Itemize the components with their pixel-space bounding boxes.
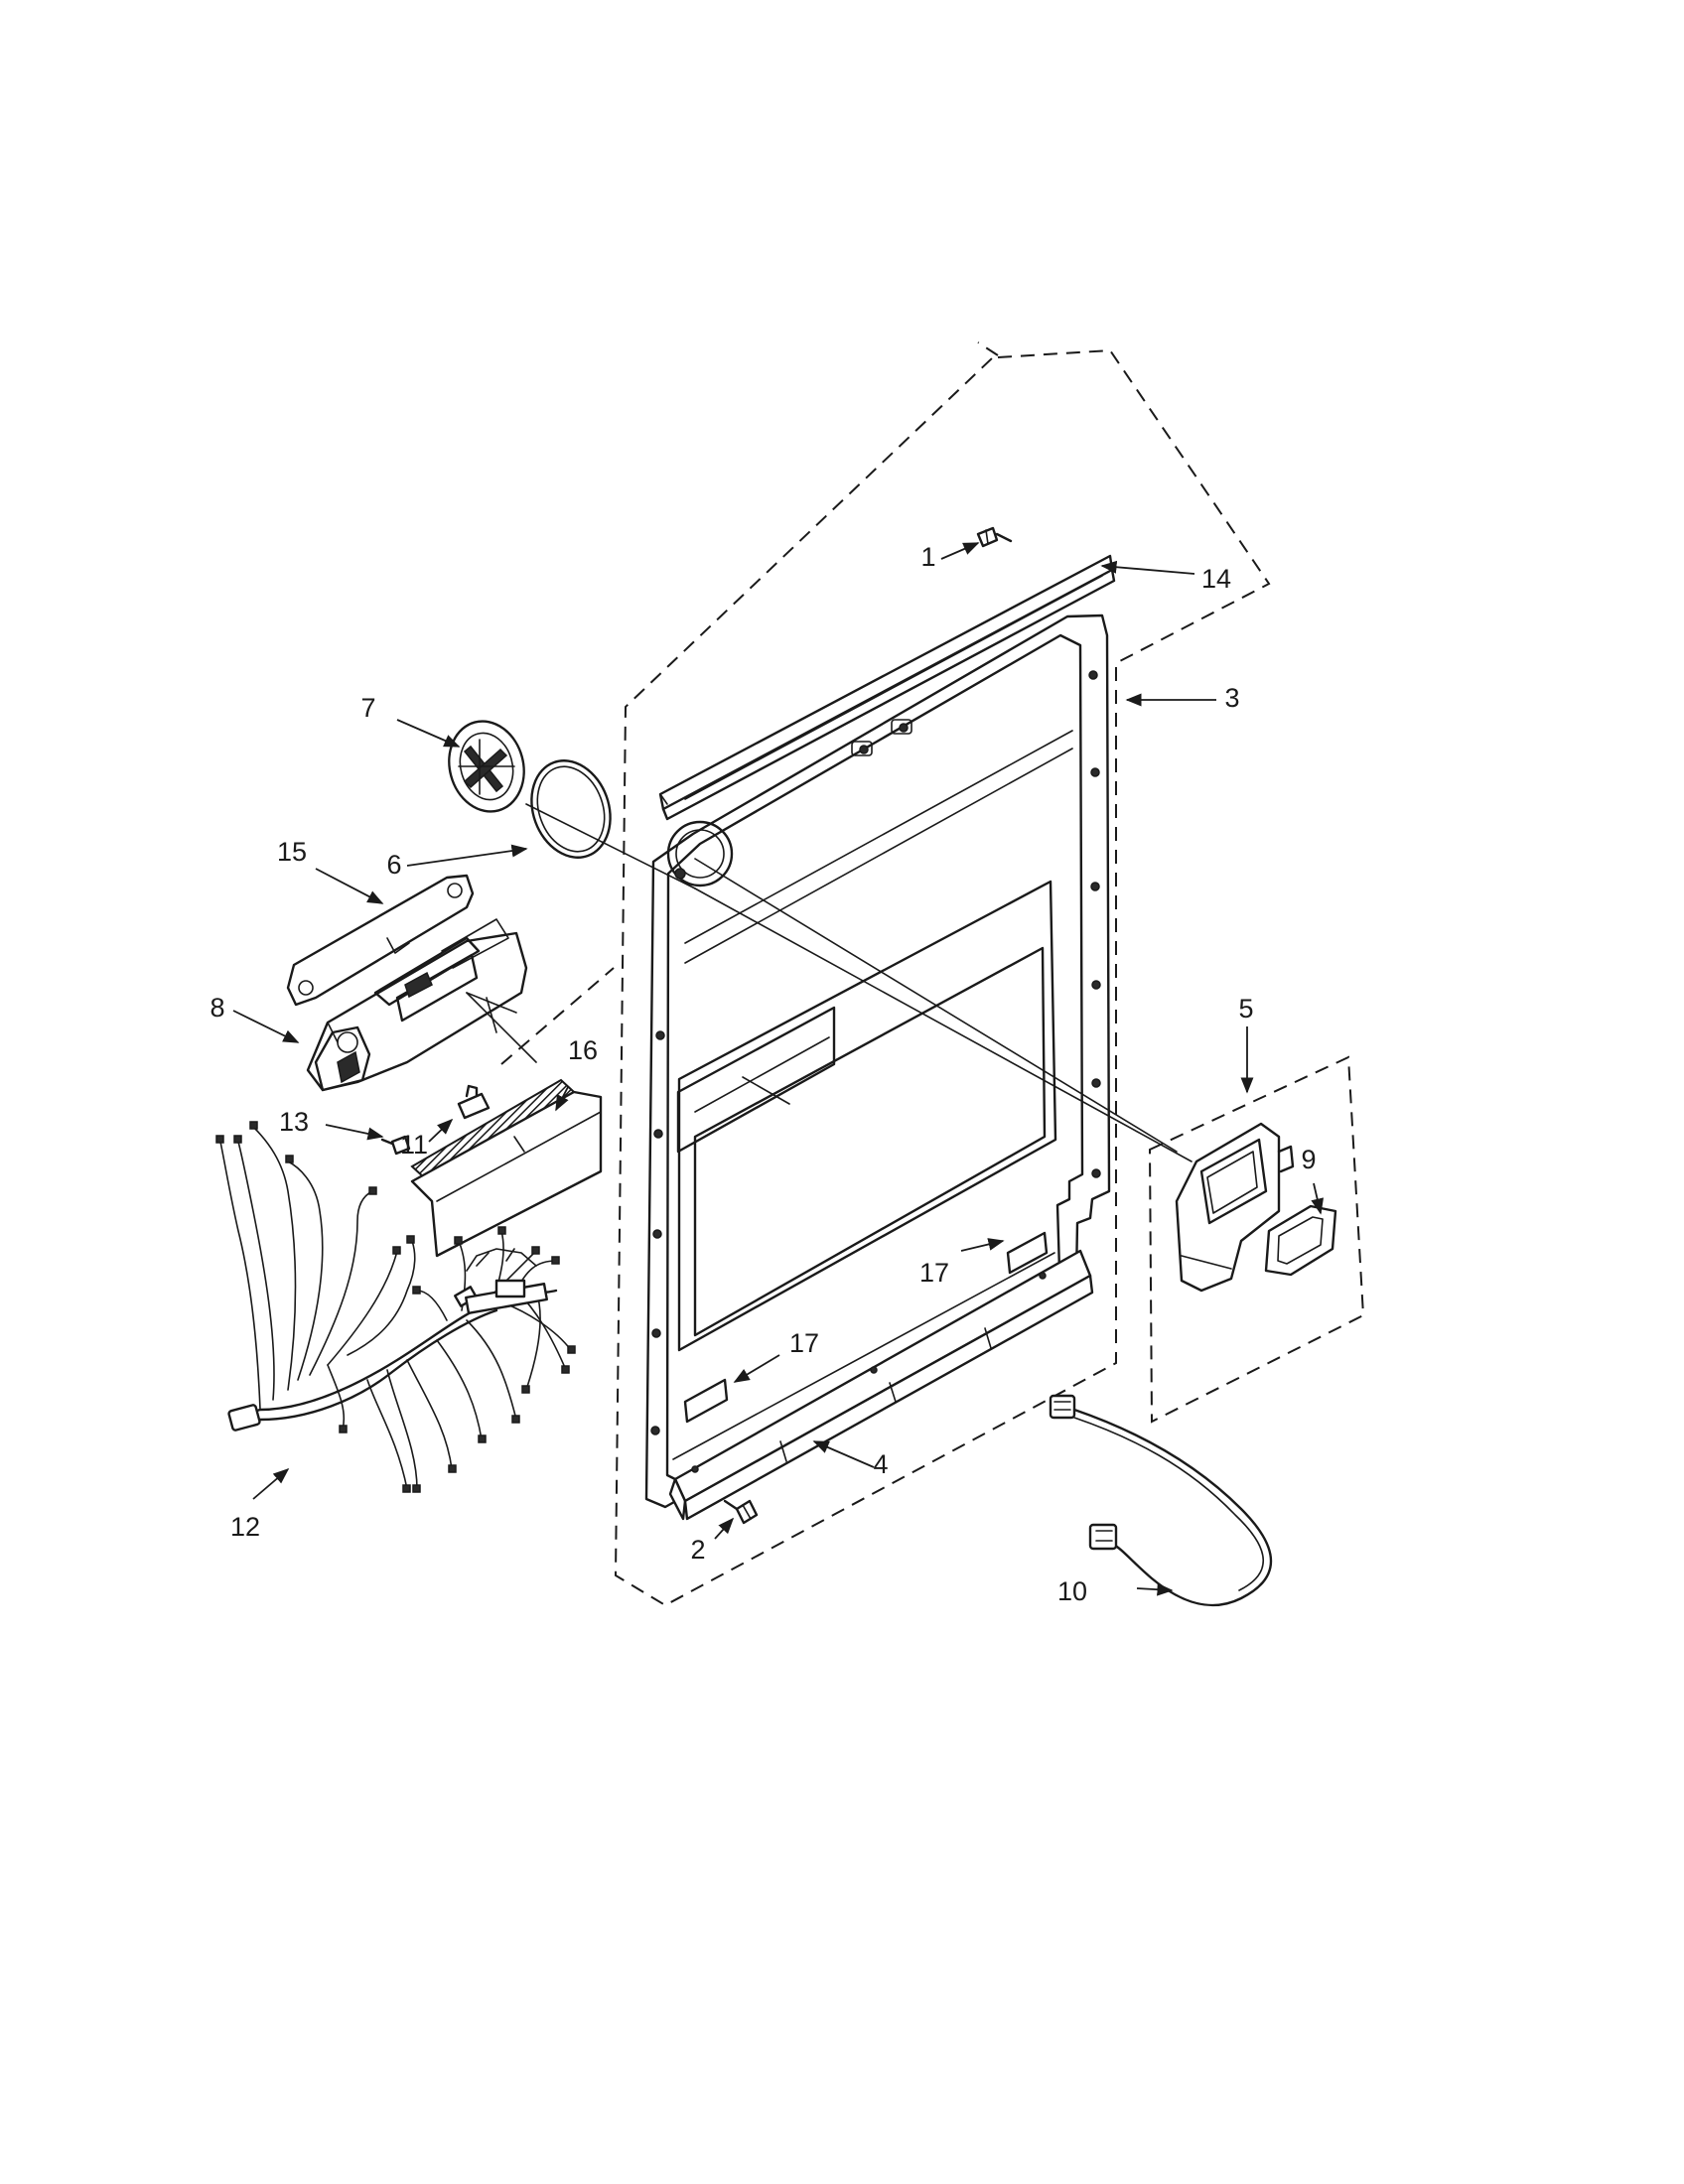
vent-housing bbox=[1175, 1122, 1295, 1293]
callout-6: 6 bbox=[386, 850, 401, 880]
callout-13: 13 bbox=[279, 1107, 309, 1137]
callout-16: 16 bbox=[568, 1035, 598, 1065]
inner-door-panel bbox=[644, 614, 1111, 1509]
screw-bottom bbox=[723, 1499, 759, 1525]
callout-5: 5 bbox=[1238, 994, 1253, 1024]
trim-bracket bbox=[286, 874, 475, 1007]
callout-8: 8 bbox=[210, 993, 224, 1023]
alignment-lines bbox=[466, 803, 1193, 1162]
shield-panel bbox=[410, 1078, 603, 1258]
vent-assembly-boundary bbox=[1148, 1055, 1365, 1424]
cable bbox=[1049, 1394, 1273, 1607]
callout-4: 4 bbox=[873, 1449, 888, 1479]
harness-terminals bbox=[215, 1121, 576, 1493]
callout-1: 1 bbox=[920, 542, 935, 572]
callout-12: 12 bbox=[230, 1512, 260, 1542]
callout-labels: 1 2 3 4 5 6 7 8 9 10 11 12 13 14 15 16 1… bbox=[210, 542, 1316, 1606]
callout-15: 15 bbox=[277, 837, 307, 867]
callout-2: 2 bbox=[690, 1535, 705, 1565]
door-assembly-boundary bbox=[614, 348, 1271, 1607]
callout-7: 7 bbox=[360, 693, 375, 723]
screw-13 bbox=[380, 1135, 411, 1156]
callout-17-left: 17 bbox=[789, 1328, 819, 1358]
callout-11: 11 bbox=[400, 1130, 428, 1160]
leader-lines bbox=[232, 542, 1324, 1596]
bottom-channel bbox=[668, 1249, 1094, 1521]
callout-17-right: 17 bbox=[919, 1258, 949, 1288]
vent-cap bbox=[448, 720, 525, 813]
screw-top bbox=[976, 526, 1013, 548]
pad-left bbox=[683, 1378, 729, 1424]
vent-gasket bbox=[530, 759, 612, 859]
control-module bbox=[306, 918, 528, 1092]
callout-10: 10 bbox=[1057, 1576, 1087, 1606]
wire-harness bbox=[215, 1121, 576, 1493]
clip bbox=[457, 1084, 491, 1120]
pad-right bbox=[1006, 1231, 1049, 1275]
tub-reference-dashes bbox=[500, 341, 999, 1065]
callout-3: 3 bbox=[1224, 683, 1239, 713]
callout-9: 9 bbox=[1301, 1145, 1316, 1174]
callout-14: 14 bbox=[1201, 564, 1231, 594]
vent-seal bbox=[1264, 1204, 1337, 1277]
